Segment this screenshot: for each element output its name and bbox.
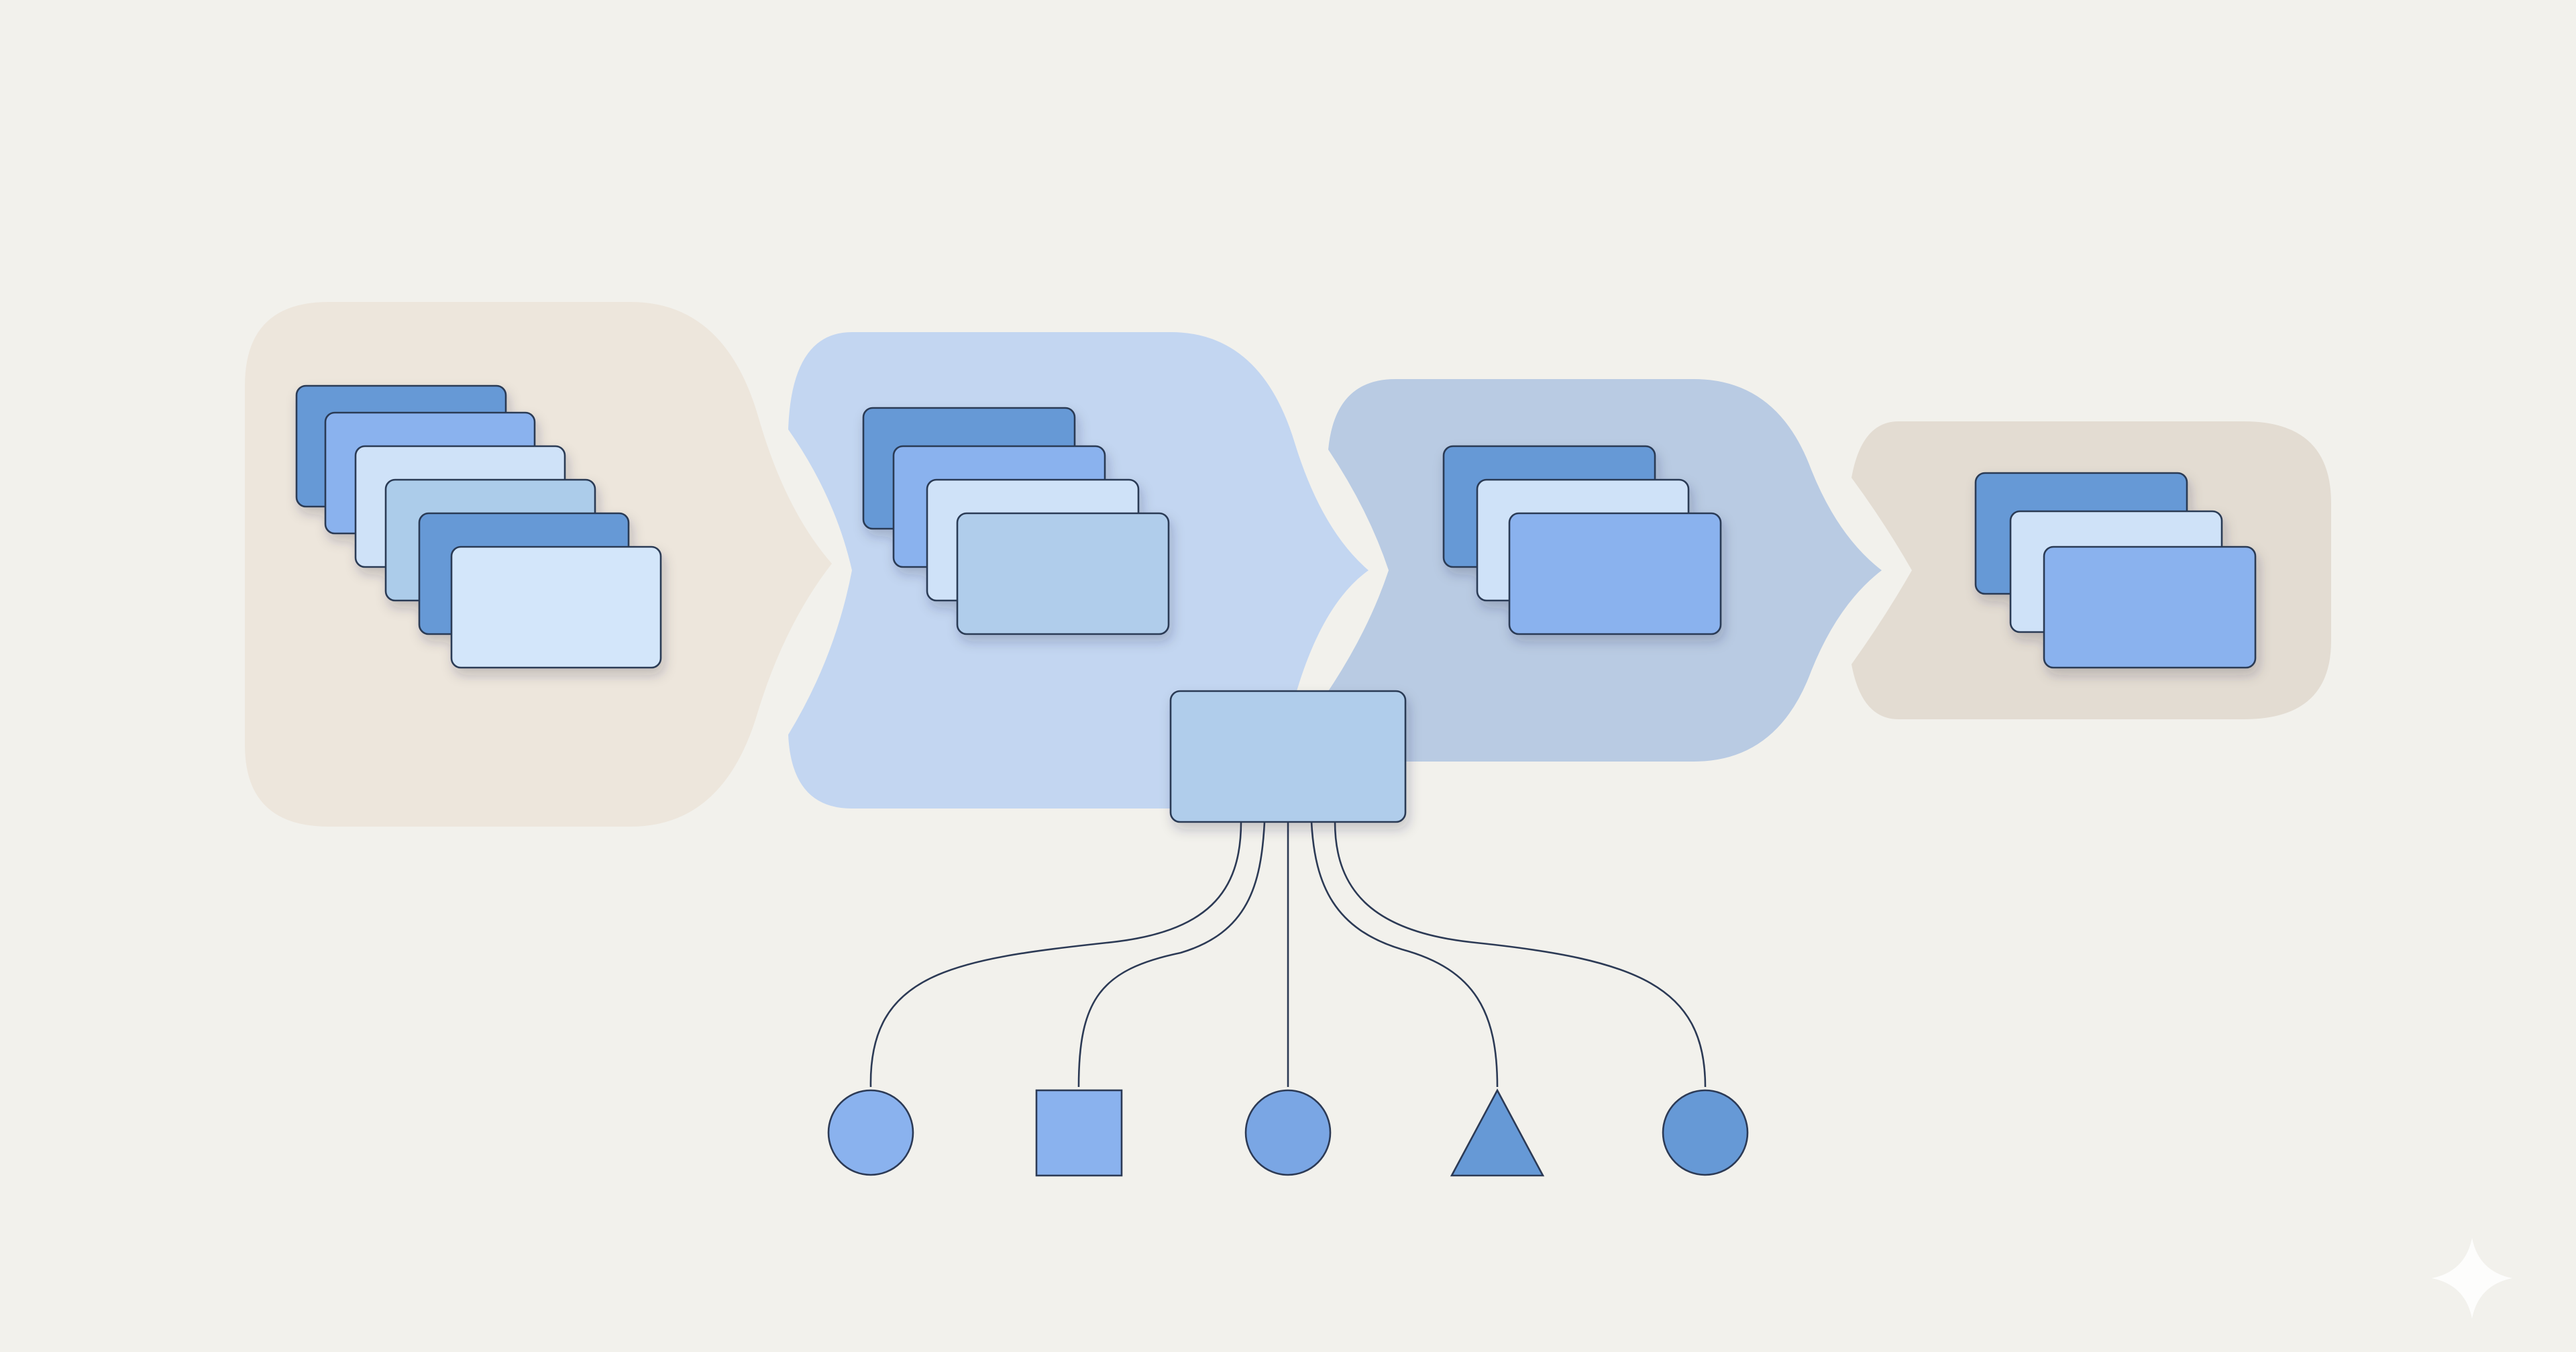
connector-line [1334,821,1707,1088]
hub-box [1169,690,1407,823]
output-circle-2 [1244,1089,1332,1176]
stage-4-card [2043,545,2257,669]
connector-line [1077,821,1266,1088]
output-square [1035,1089,1123,1177]
stage-1-card [450,545,662,669]
output-circle-1 [827,1089,914,1176]
connector-line [869,821,1242,1088]
output-nodes [827,1088,1749,1177]
stage-3-card-stack [1442,445,1722,635]
stage-4-card-stack [1974,472,2257,669]
connector-line [1310,821,1499,1088]
output-circle-3 [1662,1089,1749,1176]
stage-3-card [1508,512,1722,635]
stage-2-card-stack [862,407,1170,635]
sparkle-icon [2432,1238,2512,1318]
stage-1-card-stack [295,384,662,669]
stage-2-card [956,512,1170,635]
hub-connectors [869,821,1707,1088]
output-triangle [1450,1088,1545,1177]
